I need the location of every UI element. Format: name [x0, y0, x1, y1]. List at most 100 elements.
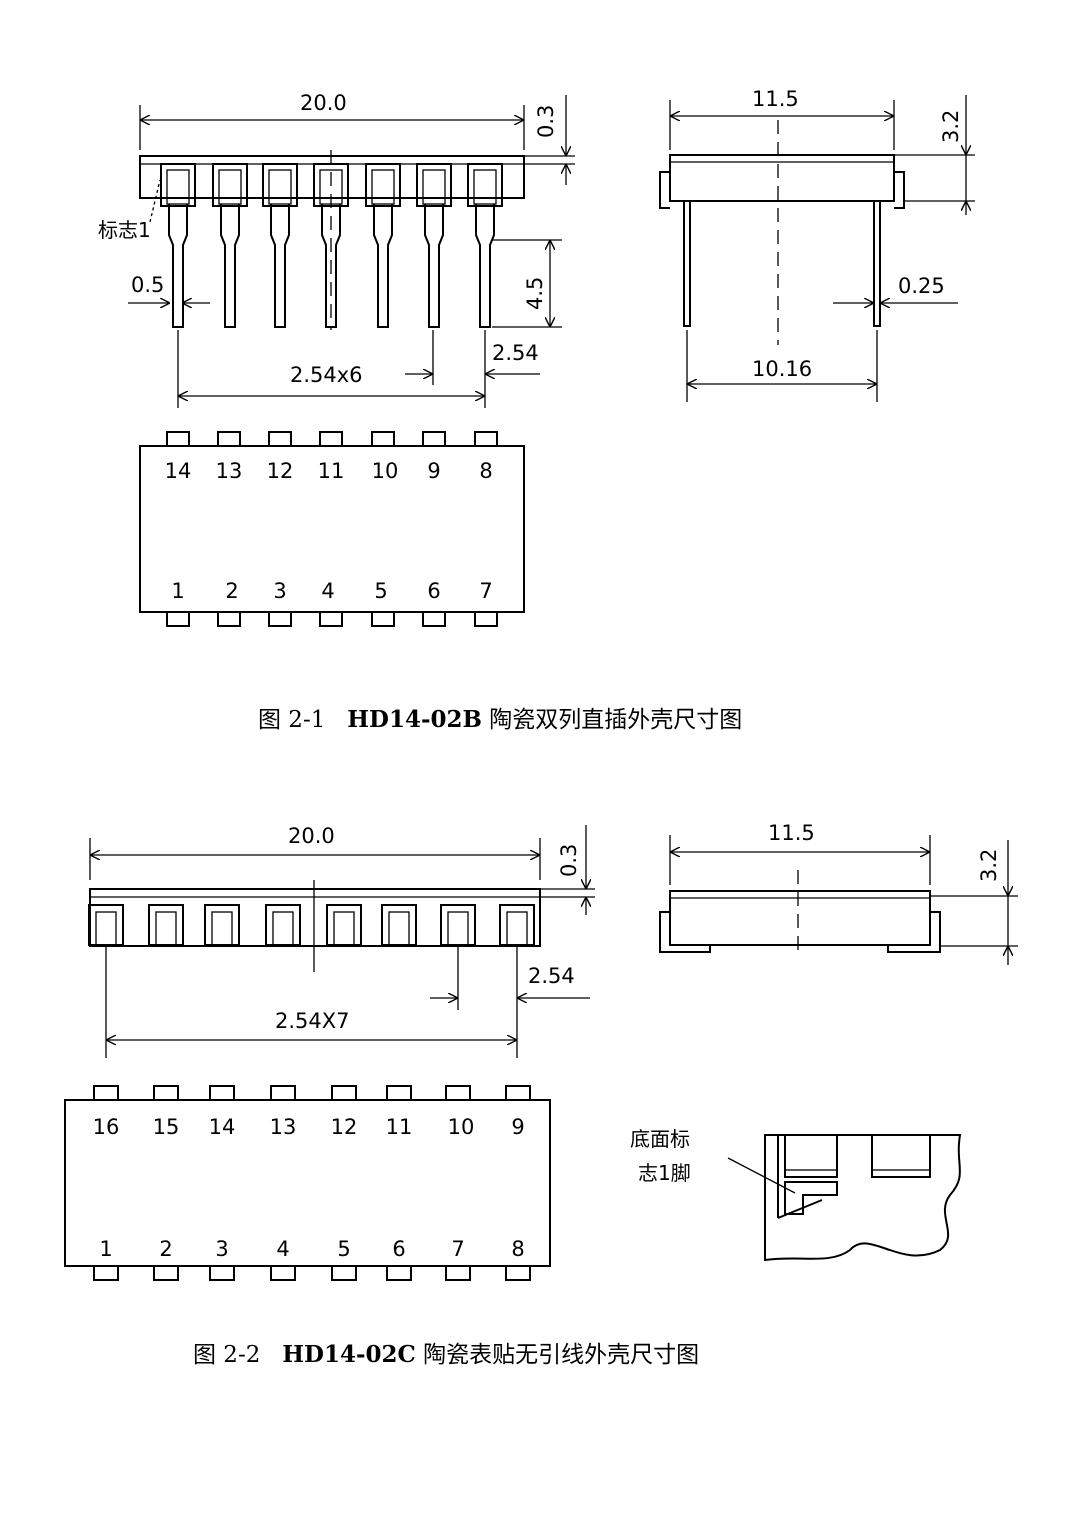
fig1-pitch-total-label: 2.54x6	[290, 363, 363, 387]
fig1-top-pad	[268, 431, 292, 447]
fig2-castellation	[148, 904, 184, 946]
fig1-lead-length-label: 4.5	[523, 277, 547, 310]
fig1-top-thickness-label: 0.3	[534, 105, 558, 138]
fig1-bottom-pad	[474, 611, 498, 627]
fig2-pin-label-8: 8	[511, 1237, 524, 1261]
fig2-pin-label-11: 11	[386, 1115, 413, 1139]
fig1-row-spacing-label: 10.16	[752, 357, 812, 381]
fig2-pin-label-16: 16	[93, 1115, 120, 1139]
fig1-lead-cap-inner	[473, 169, 497, 205]
fig1-pin-label-11: 11	[318, 459, 345, 483]
fig2-mark-label-line1: 底面标	[630, 1127, 690, 1151]
fig1-pin-label-12: 12	[267, 459, 294, 483]
fig2-pin-label-10: 10	[448, 1115, 475, 1139]
fig2-pin-label-1: 1	[99, 1237, 112, 1261]
fig2-pin-label-7: 7	[451, 1237, 464, 1261]
fig2-pad-group	[93, 1085, 531, 1281]
fig1-mark-label: 标志1	[98, 218, 151, 242]
fig1-lead-cap	[467, 163, 503, 207]
fig1-top-pad	[422, 431, 446, 447]
fig2-pitch-label: 2.54	[528, 964, 575, 988]
fig2-pitch-total-label: 2.54X7	[275, 1009, 350, 1033]
fig2-top-pad	[331, 1085, 357, 1101]
fig2-castellation-inner	[506, 911, 528, 946]
fig2-castellation	[381, 904, 417, 946]
fig1-lead	[168, 204, 188, 328]
fig2-bottom-pad	[386, 1265, 412, 1281]
fig1-lead	[475, 204, 495, 328]
fig2-top-pad	[153, 1085, 179, 1101]
fig1-height-label: 3.2	[939, 110, 963, 143]
fig1-top-pad	[319, 431, 343, 447]
fig1-lead-cap-inner	[422, 169, 446, 205]
fig2-top-pad	[386, 1085, 412, 1101]
fig1-lead-cap-inner	[166, 169, 190, 205]
fig1-top-pad	[217, 431, 241, 447]
fig1-pin-label-7: 7	[479, 579, 492, 603]
fig1-side-view: 11.5 3.2 0.25 10.16	[659, 87, 975, 402]
fig1-width-label: 11.5	[752, 87, 799, 111]
fig2-castellation-inner	[333, 911, 355, 946]
fig1-top-pad	[371, 431, 395, 447]
fig2-pin-label-9: 9	[511, 1115, 524, 1139]
fig2-pin-label-4: 4	[276, 1237, 289, 1261]
fig2-pin-label-3: 3	[215, 1237, 228, 1261]
fig2-pin-label-5: 5	[337, 1237, 350, 1261]
fig1-bottom-pad	[217, 611, 241, 627]
fig1-pad-group	[166, 431, 498, 627]
fig2-castellation	[440, 904, 476, 946]
fig2-castellation-inner	[272, 911, 294, 946]
fig1-pitch-label: 2.54	[492, 341, 539, 365]
fig1-top-view: 14 13 12 11 10 9 8 1 2 3 4 5 6 7	[139, 431, 525, 627]
fig1-lead	[220, 204, 240, 328]
fig1-lead	[270, 204, 290, 328]
fig2-mark-label-line2: 志1脚	[638, 1161, 691, 1185]
fig2-castellation	[326, 904, 362, 946]
fig1-pin-label-2: 2	[225, 579, 238, 603]
fig2-bottom-pad	[445, 1265, 471, 1281]
fig2-top-pad	[209, 1085, 235, 1101]
fig2-bottom-pad	[270, 1265, 296, 1281]
fig1-caption: 图 2-1 HD14-02B 陶瓷双列直插外壳尺寸图	[258, 700, 742, 734]
fig2-pin-label-12: 12	[331, 1115, 358, 1139]
fig1-caption-model: HD14-02B	[347, 706, 482, 733]
fig1-lead-width-label: 0.5	[131, 273, 164, 297]
fig1-pin-label-4: 4	[321, 579, 334, 603]
fig1-lead-cap-inner	[268, 169, 292, 205]
fig1-pin-label-1: 1	[171, 579, 184, 603]
fig1-lead-cap	[365, 163, 401, 207]
fig2-bottom-pad	[209, 1265, 235, 1281]
fig2-top-thickness-label: 0.3	[557, 844, 581, 877]
fig2-pin-label-15: 15	[153, 1115, 180, 1139]
fig1-pin-label-6: 6	[427, 579, 440, 603]
fig1-pin-label-5: 5	[374, 579, 387, 603]
fig2-pin-label-14: 14	[209, 1115, 236, 1139]
fig2-height-label: 3.2	[977, 849, 1001, 882]
fig2-castellation	[499, 904, 535, 946]
fig2-castellation-inner	[447, 911, 469, 946]
fig2-pad-row	[88, 904, 535, 946]
fig2-pin-label-2: 2	[159, 1237, 172, 1261]
fig2-top-pad	[505, 1085, 531, 1101]
fig1-lead-cap	[262, 163, 298, 207]
fig1-pin-label-3: 3	[273, 579, 286, 603]
fig1-bottom-pad	[422, 611, 446, 627]
fig1-pin-label-14: 14	[165, 459, 192, 483]
fig2-castellation	[88, 904, 124, 946]
fig2-castellation-inner	[155, 911, 177, 946]
fig2-front-view: 20.0 0.3 2.54 2.54X7	[88, 824, 595, 1058]
fig2-castellation	[265, 904, 301, 946]
fig2-pin-label-13: 13	[270, 1115, 297, 1139]
fig2-caption-model: HD14-02C	[282, 1341, 416, 1368]
fig1-caption-number: 图 2-1	[258, 707, 326, 733]
fig1-pin-label-8: 8	[479, 459, 492, 483]
fig1-top-pad	[474, 431, 498, 447]
fig1-lead-group	[160, 150, 503, 330]
fig2-bottom-pad	[505, 1265, 531, 1281]
fig2-castellation-inner	[95, 911, 117, 946]
fig2-side-view: 11.5 3.2	[659, 821, 1018, 965]
fig1-lead-cap	[212, 163, 248, 207]
fig2-length-label: 20.0	[288, 824, 335, 848]
fig1-pin-label-13: 13	[216, 459, 243, 483]
